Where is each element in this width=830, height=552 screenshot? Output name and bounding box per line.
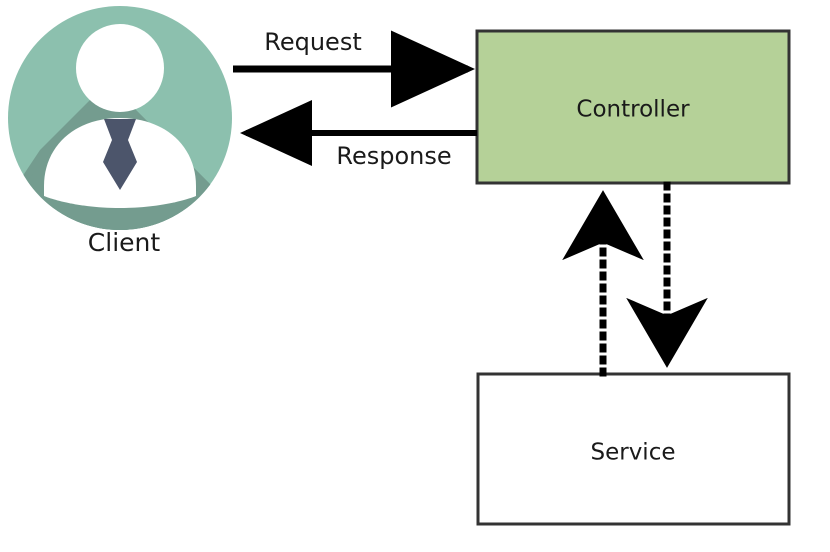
service-box[interactable] bbox=[476, 372, 791, 526]
request-edge: Request bbox=[233, 28, 475, 108]
avatar-tie bbox=[103, 119, 137, 190]
avatar-person bbox=[44, 24, 196, 208]
controller-node[interactable]: Controller bbox=[475, 29, 791, 185]
response-label: Response bbox=[336, 142, 451, 170]
request-label: Request bbox=[264, 28, 362, 56]
controller-box[interactable] bbox=[475, 29, 791, 185]
controller-label: Controller bbox=[576, 97, 690, 123]
response-edge: Response bbox=[240, 100, 477, 170]
service-node[interactable]: Service bbox=[476, 372, 791, 526]
avatar-head bbox=[76, 24, 164, 112]
user-avatar-icon bbox=[8, 6, 232, 230]
client-actor: Client bbox=[8, 6, 232, 257]
client-label: Client bbox=[88, 228, 161, 257]
service-label: Service bbox=[590, 440, 675, 466]
